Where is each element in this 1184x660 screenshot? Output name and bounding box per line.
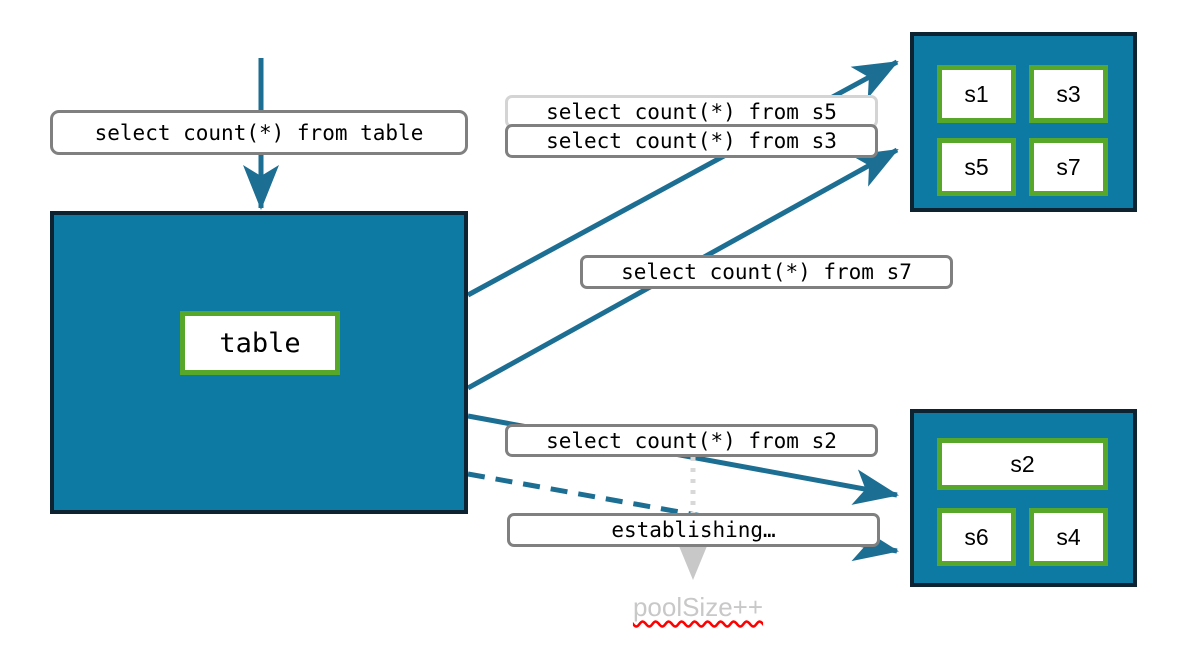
pool-top-cell-s1[interactable]: s1	[937, 65, 1016, 123]
query-label-s7[interactable]: select count(*) from s7	[580, 255, 953, 289]
pool-top-cell-s5[interactable]: s5	[937, 138, 1016, 196]
pool-bottom-cell-s4[interactable]: s4	[1029, 508, 1108, 566]
poolsize-increment-label: poolSize++	[632, 592, 764, 622]
pool-top-cell-s7[interactable]: s7	[1029, 138, 1108, 196]
entry-query-label[interactable]: select count(*) from table	[50, 110, 468, 155]
pool-bottom-cell-s2[interactable]: s2	[937, 438, 1108, 490]
table-cell[interactable]: table	[180, 311, 340, 375]
status-label-establishing[interactable]: establishing…	[507, 513, 880, 547]
pool-top-cell-s3[interactable]: s3	[1029, 65, 1108, 123]
pool-bottom-cell-s6[interactable]: s6	[937, 508, 1016, 566]
query-label-s2[interactable]: select count(*) from s2	[505, 424, 878, 457]
query-label-s3[interactable]: select count(*) from s3	[505, 124, 878, 158]
